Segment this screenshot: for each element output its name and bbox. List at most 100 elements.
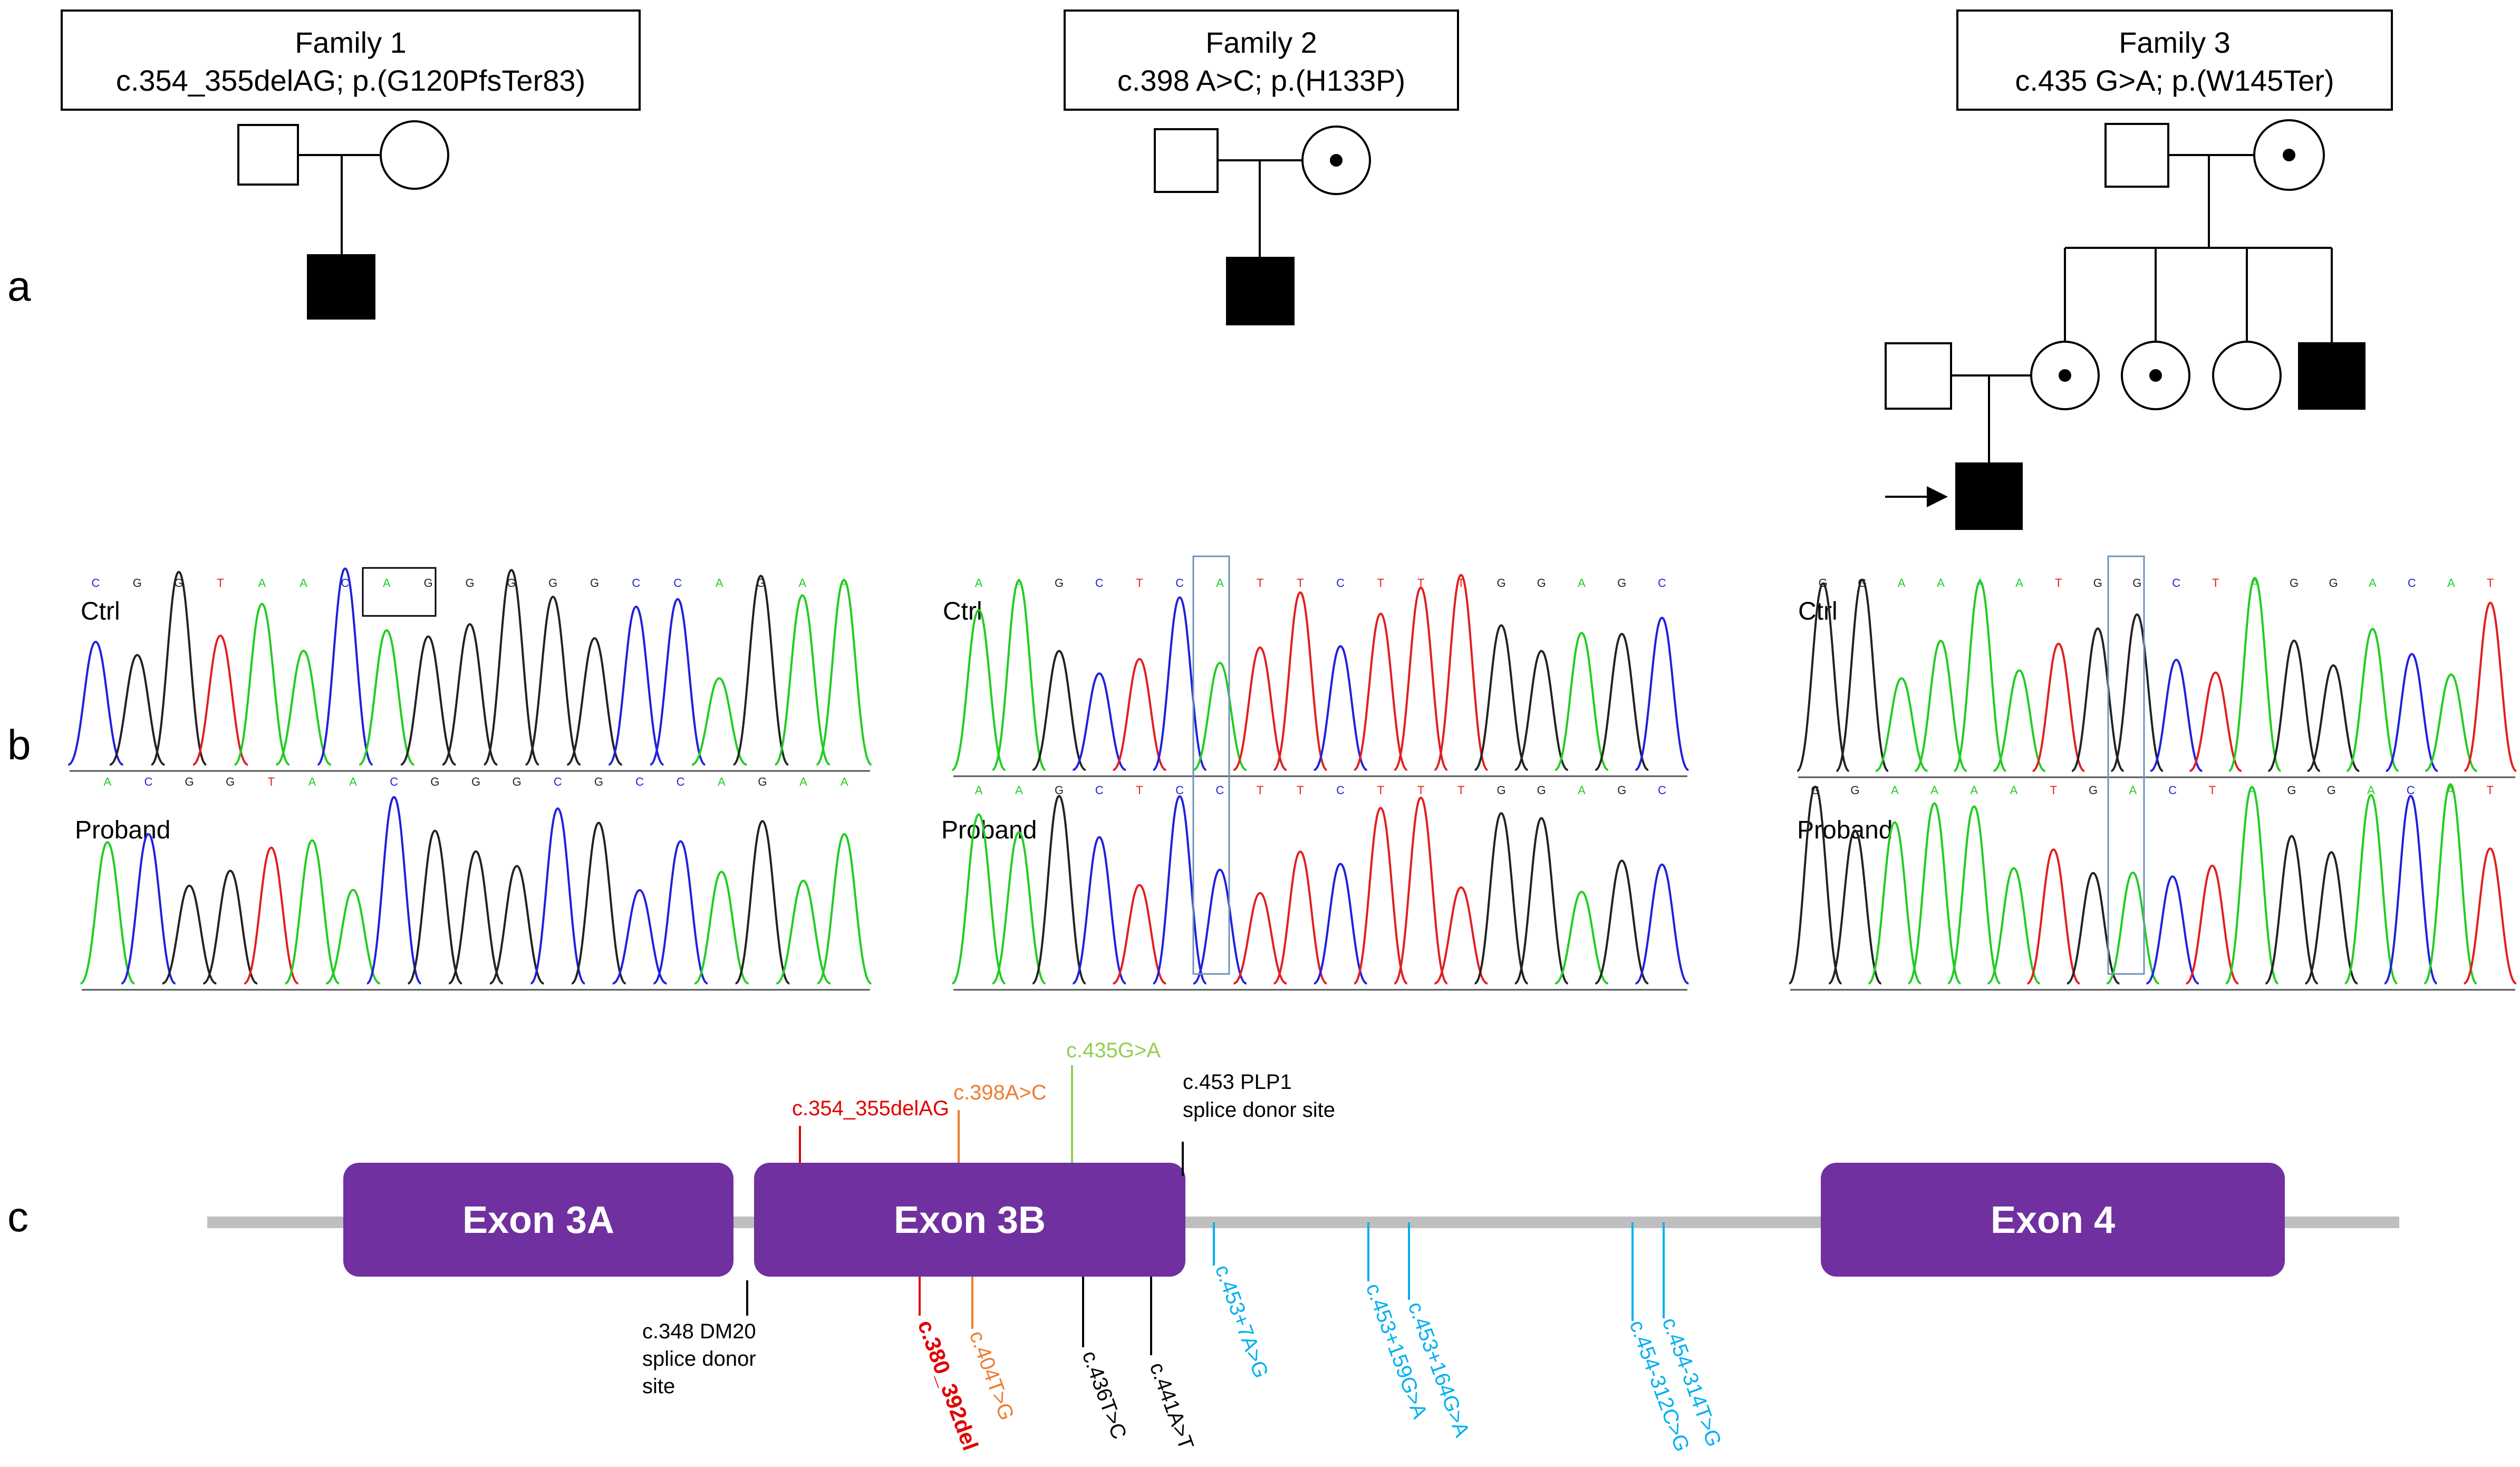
base-call-label: T xyxy=(1457,576,1464,590)
chromatogram-peak xyxy=(1434,574,1489,771)
chromatogram-peak xyxy=(1394,586,1448,771)
base-call-label: G xyxy=(1617,576,1626,590)
base-call-label: C xyxy=(635,775,644,788)
chromatogram-peak xyxy=(2228,577,2282,772)
base-call-label: T xyxy=(1417,576,1424,590)
base-call-label: G xyxy=(1858,576,1867,590)
base-call-label: C xyxy=(1658,784,1666,797)
chromatogram-peak xyxy=(525,595,581,766)
base-call-label: G xyxy=(594,775,603,788)
panel-label-a: a xyxy=(7,263,31,310)
chromatogram-peak xyxy=(275,650,332,766)
base-call-label: C xyxy=(91,576,100,590)
family-3-proband xyxy=(1955,462,2023,530)
family-2-affected-son xyxy=(1226,257,1295,325)
base-call-label: G xyxy=(1055,784,1064,797)
base-call-label: G xyxy=(756,576,765,590)
chromatogram-peak xyxy=(612,889,668,985)
base-call-label: G xyxy=(1819,576,1828,590)
chromatogram-peak xyxy=(1868,821,1922,985)
family-3-husband xyxy=(1885,342,1952,410)
chromatogram-peak xyxy=(1987,867,2041,985)
base-call-label: A xyxy=(2248,784,2256,797)
variant-c453-7A-G: c.453+7A>G xyxy=(1211,1262,1273,1381)
base-call-label: A xyxy=(2369,576,2377,590)
base-call-label: T xyxy=(217,576,224,590)
chromatogram-peak xyxy=(1555,632,1609,771)
chromatogram-peak xyxy=(1233,892,1287,985)
base-call-label: C xyxy=(632,576,640,590)
chromatogram-peak xyxy=(650,598,706,766)
chromatogram-peak xyxy=(774,594,831,766)
family-2-ctrl-label: Ctrl xyxy=(943,597,982,625)
chromatogram-peak xyxy=(284,839,340,985)
base-call-label: G xyxy=(1811,784,1820,797)
chromatogram-peak xyxy=(992,831,1046,985)
chromatogram-peak xyxy=(1947,805,2001,985)
chromatogram-peak xyxy=(1193,868,1247,985)
dm20-splice-line2: splice donor xyxy=(642,1347,756,1371)
base-call-label: T xyxy=(2209,784,2216,797)
chromatogram-peak xyxy=(2146,875,2199,985)
base-call-label: G xyxy=(2089,784,2098,797)
variant-c441A-T: c.441A>T xyxy=(1145,1359,1198,1453)
chromatogram-peak xyxy=(244,846,299,985)
base-call-label: G xyxy=(226,775,235,788)
chromatogram-peak xyxy=(2265,835,2319,985)
chromatogram-peak xyxy=(571,822,626,985)
base-call-label: C xyxy=(1215,784,1224,797)
base-call-label: A xyxy=(103,775,111,788)
panel-label-c: c xyxy=(7,1193,28,1240)
chromatogram-peak xyxy=(202,870,258,985)
chromatogram-peak xyxy=(400,635,457,766)
chromatogram-peak xyxy=(2185,864,2239,985)
chromatogram-peak xyxy=(483,568,539,766)
base-call-label: C xyxy=(1336,784,1345,797)
base-call-label: A xyxy=(2251,576,2259,590)
base-call-label: A xyxy=(258,576,266,590)
chromatogram-peak xyxy=(366,796,422,985)
base-call-label: A xyxy=(1930,784,1938,797)
base-call-label: C xyxy=(2407,784,2415,797)
base-call-label: C xyxy=(1175,576,1184,590)
base-call-label: A xyxy=(840,576,848,590)
chromatogram-peak xyxy=(1635,863,1689,985)
dm20-splice-line1: c.348 DM20 xyxy=(642,1320,756,1343)
chromatogram-peak xyxy=(1875,677,1928,772)
chromatogram-peak xyxy=(1953,580,2007,772)
base-call-label: A xyxy=(2447,576,2455,590)
chromatogram-peak xyxy=(151,571,207,766)
chromatogram-peak xyxy=(2464,601,2517,772)
chromatogram-peak xyxy=(67,641,124,766)
chromatogram-peak xyxy=(2425,673,2478,772)
base-call-label: G xyxy=(2327,784,2336,797)
base-call-label: G xyxy=(1496,576,1505,590)
family-3-title: Family 3 xyxy=(2119,26,2231,59)
chromatogram-peak xyxy=(1032,795,1086,985)
chromatogram-peak xyxy=(694,871,749,985)
base-call-label: C xyxy=(2172,576,2180,590)
chromatogram-peak xyxy=(608,605,664,766)
chromatogram-peak xyxy=(653,840,708,985)
base-call-label: G xyxy=(2290,576,2299,590)
chromatogram-peak xyxy=(2304,851,2358,985)
chromatogram-peak xyxy=(121,833,176,985)
family-3-proband-label: Proband xyxy=(1797,816,1893,844)
pedigree-family-3 xyxy=(1885,119,2365,530)
base-call-label: T xyxy=(1377,576,1384,590)
chromatogram-peak xyxy=(1313,863,1368,985)
chromatogram-peak xyxy=(2110,613,2164,772)
base-call-label: A xyxy=(2367,784,2375,797)
family-3-grandfather xyxy=(2104,123,2169,188)
exon-4 xyxy=(1821,1163,2285,1277)
chromatogram-peak xyxy=(2150,659,2203,772)
variant-c435G-A: c.435G>A xyxy=(1066,1039,1161,1062)
base-call-label: G xyxy=(430,775,439,788)
chromatogram-peak xyxy=(2189,671,2242,772)
chromatogram-peak xyxy=(1072,836,1127,985)
chromatogram-peak xyxy=(1914,640,1967,772)
chromatogram-peak xyxy=(448,850,504,985)
base-call-label: T xyxy=(1257,576,1263,590)
base-call-label: C xyxy=(390,775,398,788)
chromatogram-peak xyxy=(776,880,831,985)
